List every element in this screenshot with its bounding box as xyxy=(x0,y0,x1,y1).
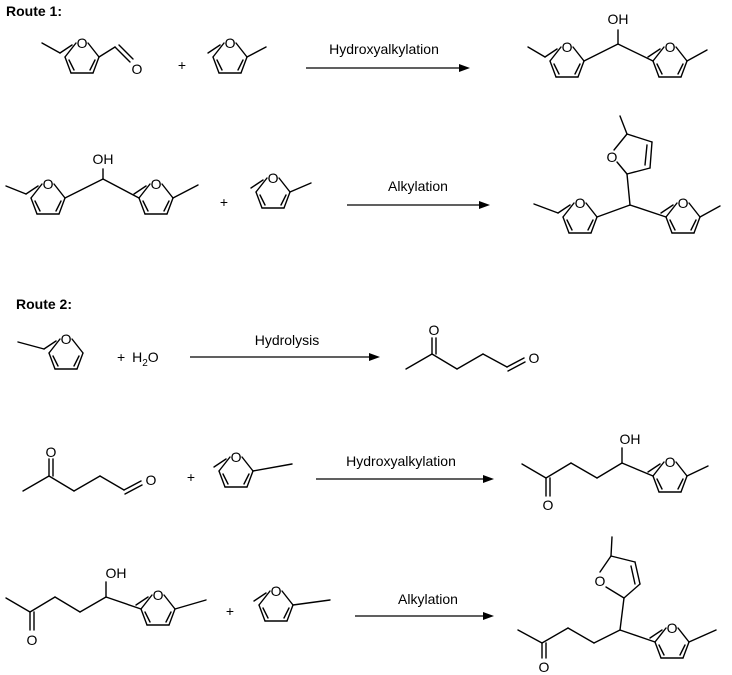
methylfuran xyxy=(250,169,312,209)
hydroxyalkylation-product: O OH xyxy=(5,565,207,648)
water-reagent: + H2O xyxy=(117,349,159,369)
hydroxyl-group: OH xyxy=(93,151,114,167)
methylfuran xyxy=(253,582,331,622)
reaction-label: Hydrolysis xyxy=(255,332,320,348)
furan-oxygen: O xyxy=(595,573,606,589)
tris-furyl-methane: O xyxy=(533,115,721,234)
aldehyde-oxygen: O xyxy=(529,350,540,366)
methylfurfural: O xyxy=(41,34,143,77)
bis-furyl-methanol: OH xyxy=(5,151,199,215)
ketone-oxygen: O xyxy=(539,659,550,675)
reaction-label: Alkylation xyxy=(388,178,448,194)
carbonyl-oxygen: O xyxy=(132,61,143,77)
aldehyde-oxygen: O xyxy=(146,472,157,488)
reaction-label: Hydroxyalkylation xyxy=(346,453,456,469)
plus-sign: + xyxy=(226,603,234,619)
plus-sign: + xyxy=(178,57,186,73)
reaction-label: Alkylation xyxy=(398,591,458,607)
hydroxyl-group: OH xyxy=(620,431,641,447)
methylfuran xyxy=(207,34,267,74)
route-2-title: Route 2: xyxy=(16,296,72,312)
methylfuran xyxy=(213,448,293,488)
route-1-title: Route 1: xyxy=(6,3,62,19)
ketone-oxygen: O xyxy=(429,322,440,338)
hydroxyl-group: OH xyxy=(106,565,127,581)
ketone-oxygen: O xyxy=(46,444,57,460)
alkylation-product: O O xyxy=(517,536,717,675)
plus-sign: + xyxy=(220,194,228,210)
ketone-oxygen: O xyxy=(27,632,38,648)
furan-oxygen: O xyxy=(607,149,618,165)
methylfuran xyxy=(17,330,84,370)
bis-furyl-methanol: OH xyxy=(527,11,708,78)
hydroxyalkylation-product: O OH xyxy=(521,431,709,513)
plus-sign: + xyxy=(187,469,195,485)
levulinaldehyde: O O xyxy=(22,444,157,495)
reaction-label: Hydroxyalkylation xyxy=(329,41,439,57)
hydroxyl-group: OH xyxy=(608,11,629,27)
ketone-oxygen: O xyxy=(543,497,554,513)
levulinaldehyde: O O xyxy=(405,322,540,372)
